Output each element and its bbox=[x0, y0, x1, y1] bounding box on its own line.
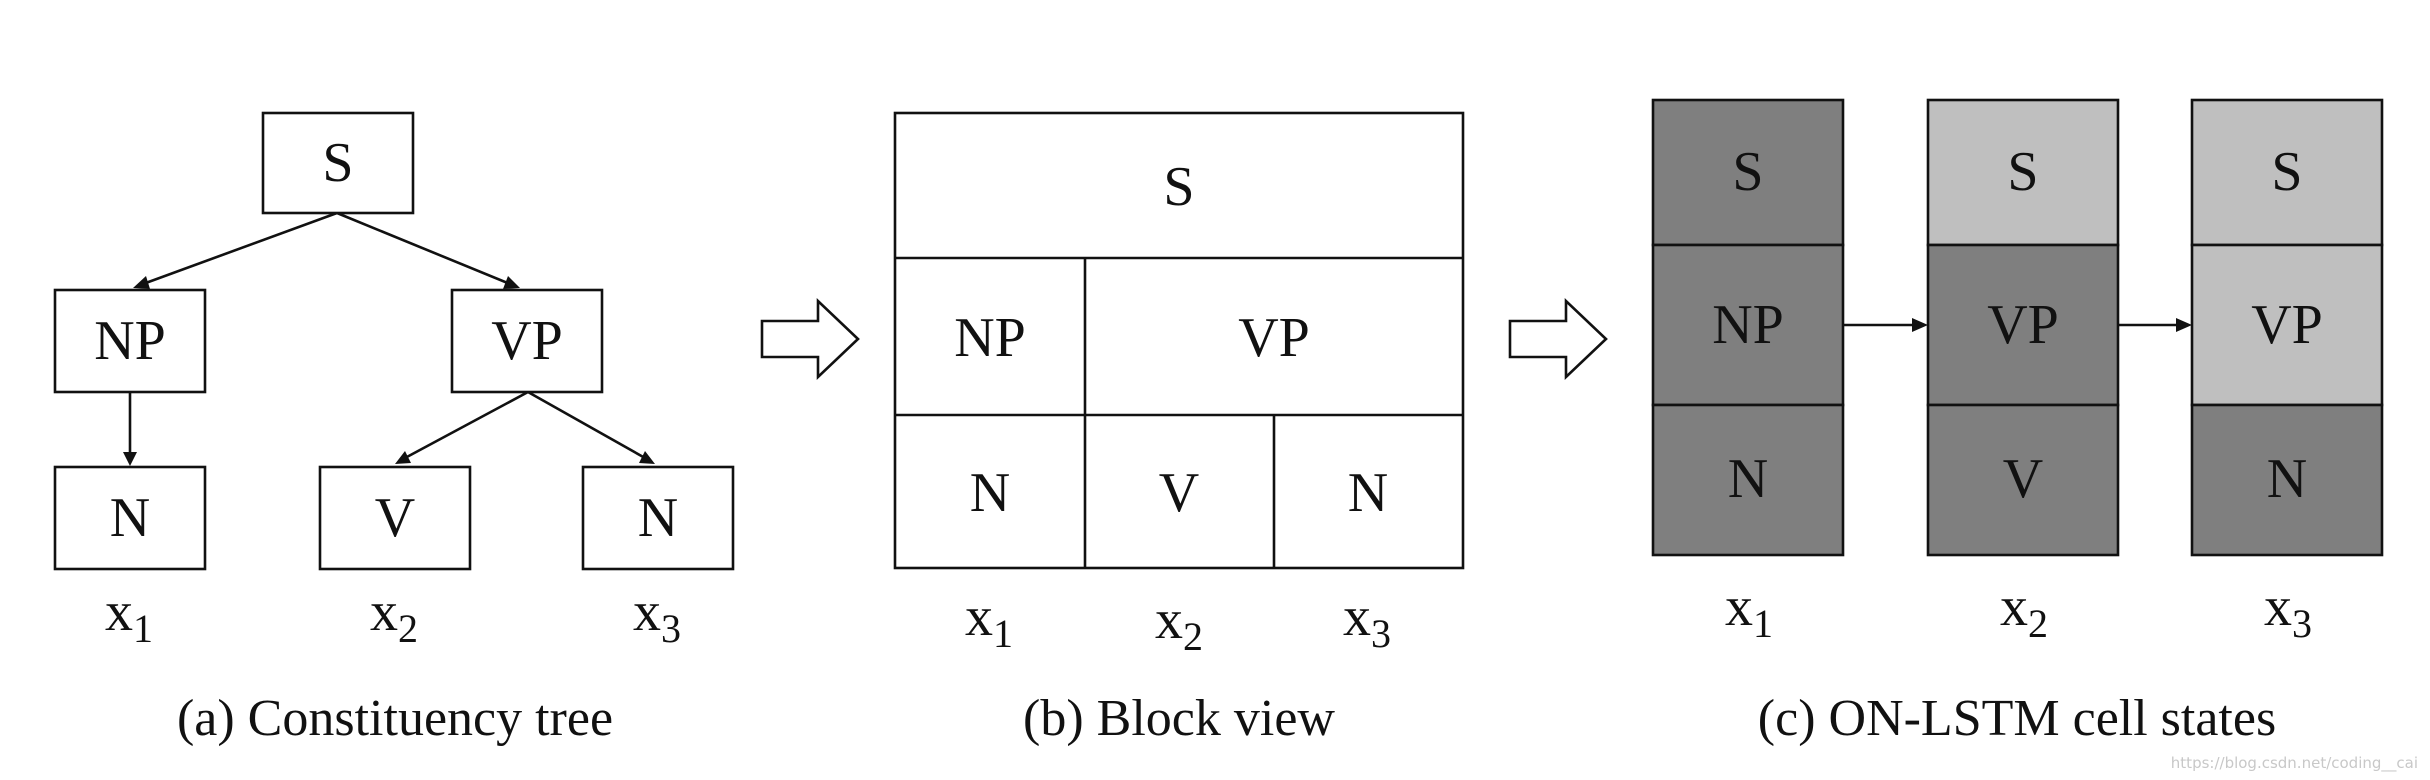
watermark-text: https://blog.csdn.net/coding__cai bbox=[2171, 754, 2418, 773]
cell-column-1: S NP N bbox=[1651, 98, 1845, 557]
panel-onlstm-cell-states: S NP N S VP V S VP N x1 x2 x3 bbox=[1651, 98, 2384, 747]
tree-node-vp: VP bbox=[450, 288, 604, 394]
arrowhead-n3 bbox=[639, 451, 655, 464]
tree-node-n1-label: N bbox=[110, 487, 150, 549]
arrowhead-vp bbox=[503, 276, 520, 289]
arrowhead-np bbox=[133, 276, 150, 289]
cell-2-2 bbox=[1926, 243, 2120, 407]
cell-3-2 bbox=[2190, 243, 2384, 407]
cell-column-2: S VP V bbox=[1926, 98, 2120, 557]
cell-token-x3: x3 bbox=[2264, 576, 2312, 646]
cell-2-2-label: VP bbox=[1987, 294, 2059, 356]
caption-panel-a: (a) Constituency tree bbox=[177, 690, 613, 747]
tree-node-v-label: V bbox=[375, 487, 415, 549]
cell-token-x1: x1 bbox=[1725, 576, 1773, 646]
cell-1-1-label: S bbox=[1732, 141, 1763, 203]
cell-column-3: S VP N bbox=[2190, 98, 2384, 557]
cell-token-x2: x2 bbox=[2000, 576, 2048, 646]
tree-node-np: NP bbox=[53, 288, 207, 394]
cell-3-2-label: VP bbox=[2251, 294, 2323, 356]
token-x3: x3 bbox=[633, 581, 681, 651]
cell-1-2-label: NP bbox=[1712, 294, 1784, 356]
tree-node-vp-label: VP bbox=[491, 310, 563, 372]
block-label-n1: N bbox=[970, 462, 1010, 524]
transition-arrow-2 bbox=[1508, 297, 1608, 381]
block-token-x2: x2 bbox=[1155, 589, 1203, 659]
block-label-np: NP bbox=[954, 307, 1026, 369]
arrowhead-v bbox=[395, 451, 411, 464]
cell-2-3-label: V bbox=[2003, 448, 2043, 510]
panel-block-view: S NP VP N V N x1 x2 x3 (b) Block view bbox=[893, 111, 1465, 747]
block-frame bbox=[893, 111, 1465, 570]
tree-node-n3: N bbox=[581, 465, 735, 571]
tree-node-s: S bbox=[261, 111, 415, 215]
transition-arrow-1 bbox=[760, 297, 860, 381]
edge-s-vp bbox=[336, 211, 511, 286]
cell-1-1 bbox=[1651, 98, 1845, 247]
block-label-v: V bbox=[1159, 462, 1199, 524]
block-label-vp: VP bbox=[1238, 307, 1310, 369]
cell-2-1 bbox=[1926, 98, 2120, 247]
state-arrowhead-1 bbox=[1912, 318, 1928, 332]
cell-3-1-label: S bbox=[2271, 141, 2302, 203]
tree-node-n1: N bbox=[53, 465, 207, 571]
panel-constituency-tree: S NP VP N V N x1 x2 x3 (a) Constituency … bbox=[53, 111, 735, 747]
cell-1-3-label: N bbox=[1728, 448, 1768, 510]
block-label-s: S bbox=[1163, 156, 1194, 218]
arrowhead-n1 bbox=[123, 452, 137, 466]
token-x2: x2 bbox=[370, 581, 418, 651]
tree-node-n3-label: N bbox=[638, 487, 678, 549]
tree-node-np-label: NP bbox=[94, 310, 166, 372]
cell-3-3-label: N bbox=[2267, 448, 2307, 510]
cell-2-3 bbox=[1926, 403, 2120, 557]
cell-3-1 bbox=[2190, 98, 2384, 247]
caption-panel-c: (c) ON-LSTM cell states bbox=[1758, 690, 2276, 747]
caption-panel-b: (b) Block view bbox=[1023, 690, 1335, 747]
tree-node-v: V bbox=[318, 465, 472, 571]
edge-s-np bbox=[142, 211, 338, 286]
token-x1: x1 bbox=[105, 581, 153, 651]
state-arrowhead-2 bbox=[2176, 318, 2192, 332]
cell-2-1-label: S bbox=[2007, 141, 2038, 203]
cell-1-3 bbox=[1651, 403, 1845, 557]
edge-vp-n bbox=[527, 390, 646, 460]
tree-node-s-label: S bbox=[322, 132, 353, 194]
block-token-x1: x1 bbox=[965, 586, 1013, 656]
block-token-x3: x3 bbox=[1343, 586, 1391, 656]
block-label-n3: N bbox=[1348, 462, 1388, 524]
cell-3-3 bbox=[2190, 403, 2384, 557]
edge-vp-v bbox=[404, 390, 529, 460]
